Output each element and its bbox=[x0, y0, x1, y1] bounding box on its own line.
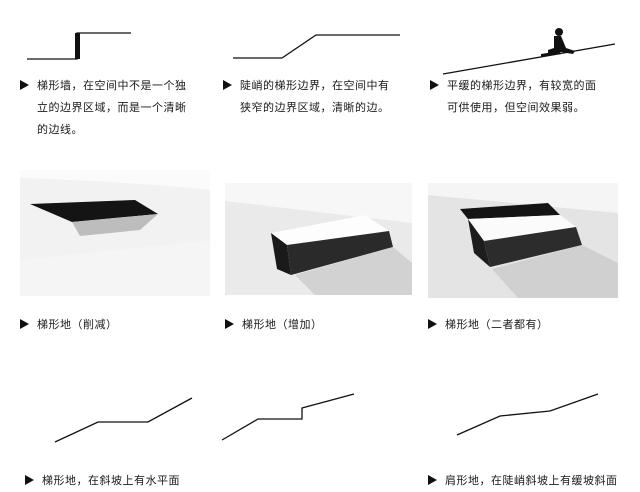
arrow-bullet-icon bbox=[225, 319, 234, 329]
stepped-slope-line bbox=[221, 393, 355, 441]
caption-shoulder: 肩形地，在陡峭斜坡上有缓坡斜面 bbox=[428, 470, 618, 492]
arrow-bullet-icon bbox=[223, 80, 232, 90]
photo-both bbox=[428, 183, 618, 298]
caption-add: 梯形地（增加） bbox=[225, 314, 323, 336]
flat-on-slope-line bbox=[54, 397, 193, 443]
arrow-bullet-icon bbox=[20, 319, 29, 329]
caption-gentle-boundary: 平缓的梯形边界，有较宽的面 可供使用，但空间效果弱。 bbox=[430, 75, 635, 119]
photo-add bbox=[225, 183, 412, 295]
caption-both: 梯形地（二者都有） bbox=[428, 314, 549, 336]
arrow-bullet-icon bbox=[428, 475, 437, 485]
caption-steep-boundary: 陡峭的梯形边界，在空间中有 狭窄的边界区域，清晰的边。 bbox=[223, 75, 423, 119]
seated-person-icon bbox=[541, 28, 575, 57]
arrow-bullet-icon bbox=[20, 80, 29, 90]
stepped-wall-diagram bbox=[27, 28, 616, 75]
caption-stepped-wall: 梯形墙，在空间中不是一个独 立的边界区域，而是一个清晰 的边线。 bbox=[20, 75, 210, 141]
arrow-bullet-icon bbox=[25, 475, 34, 485]
arrow-bullet-icon bbox=[430, 80, 439, 90]
shoulder-line bbox=[456, 393, 599, 436]
photo-cut bbox=[20, 170, 210, 296]
caption-flat-on-slope: 梯形地，在斜坡上有水平面 bbox=[25, 470, 180, 492]
caption-cut: 梯形地（削减） bbox=[20, 314, 118, 336]
arrow-bullet-icon bbox=[428, 319, 437, 329]
